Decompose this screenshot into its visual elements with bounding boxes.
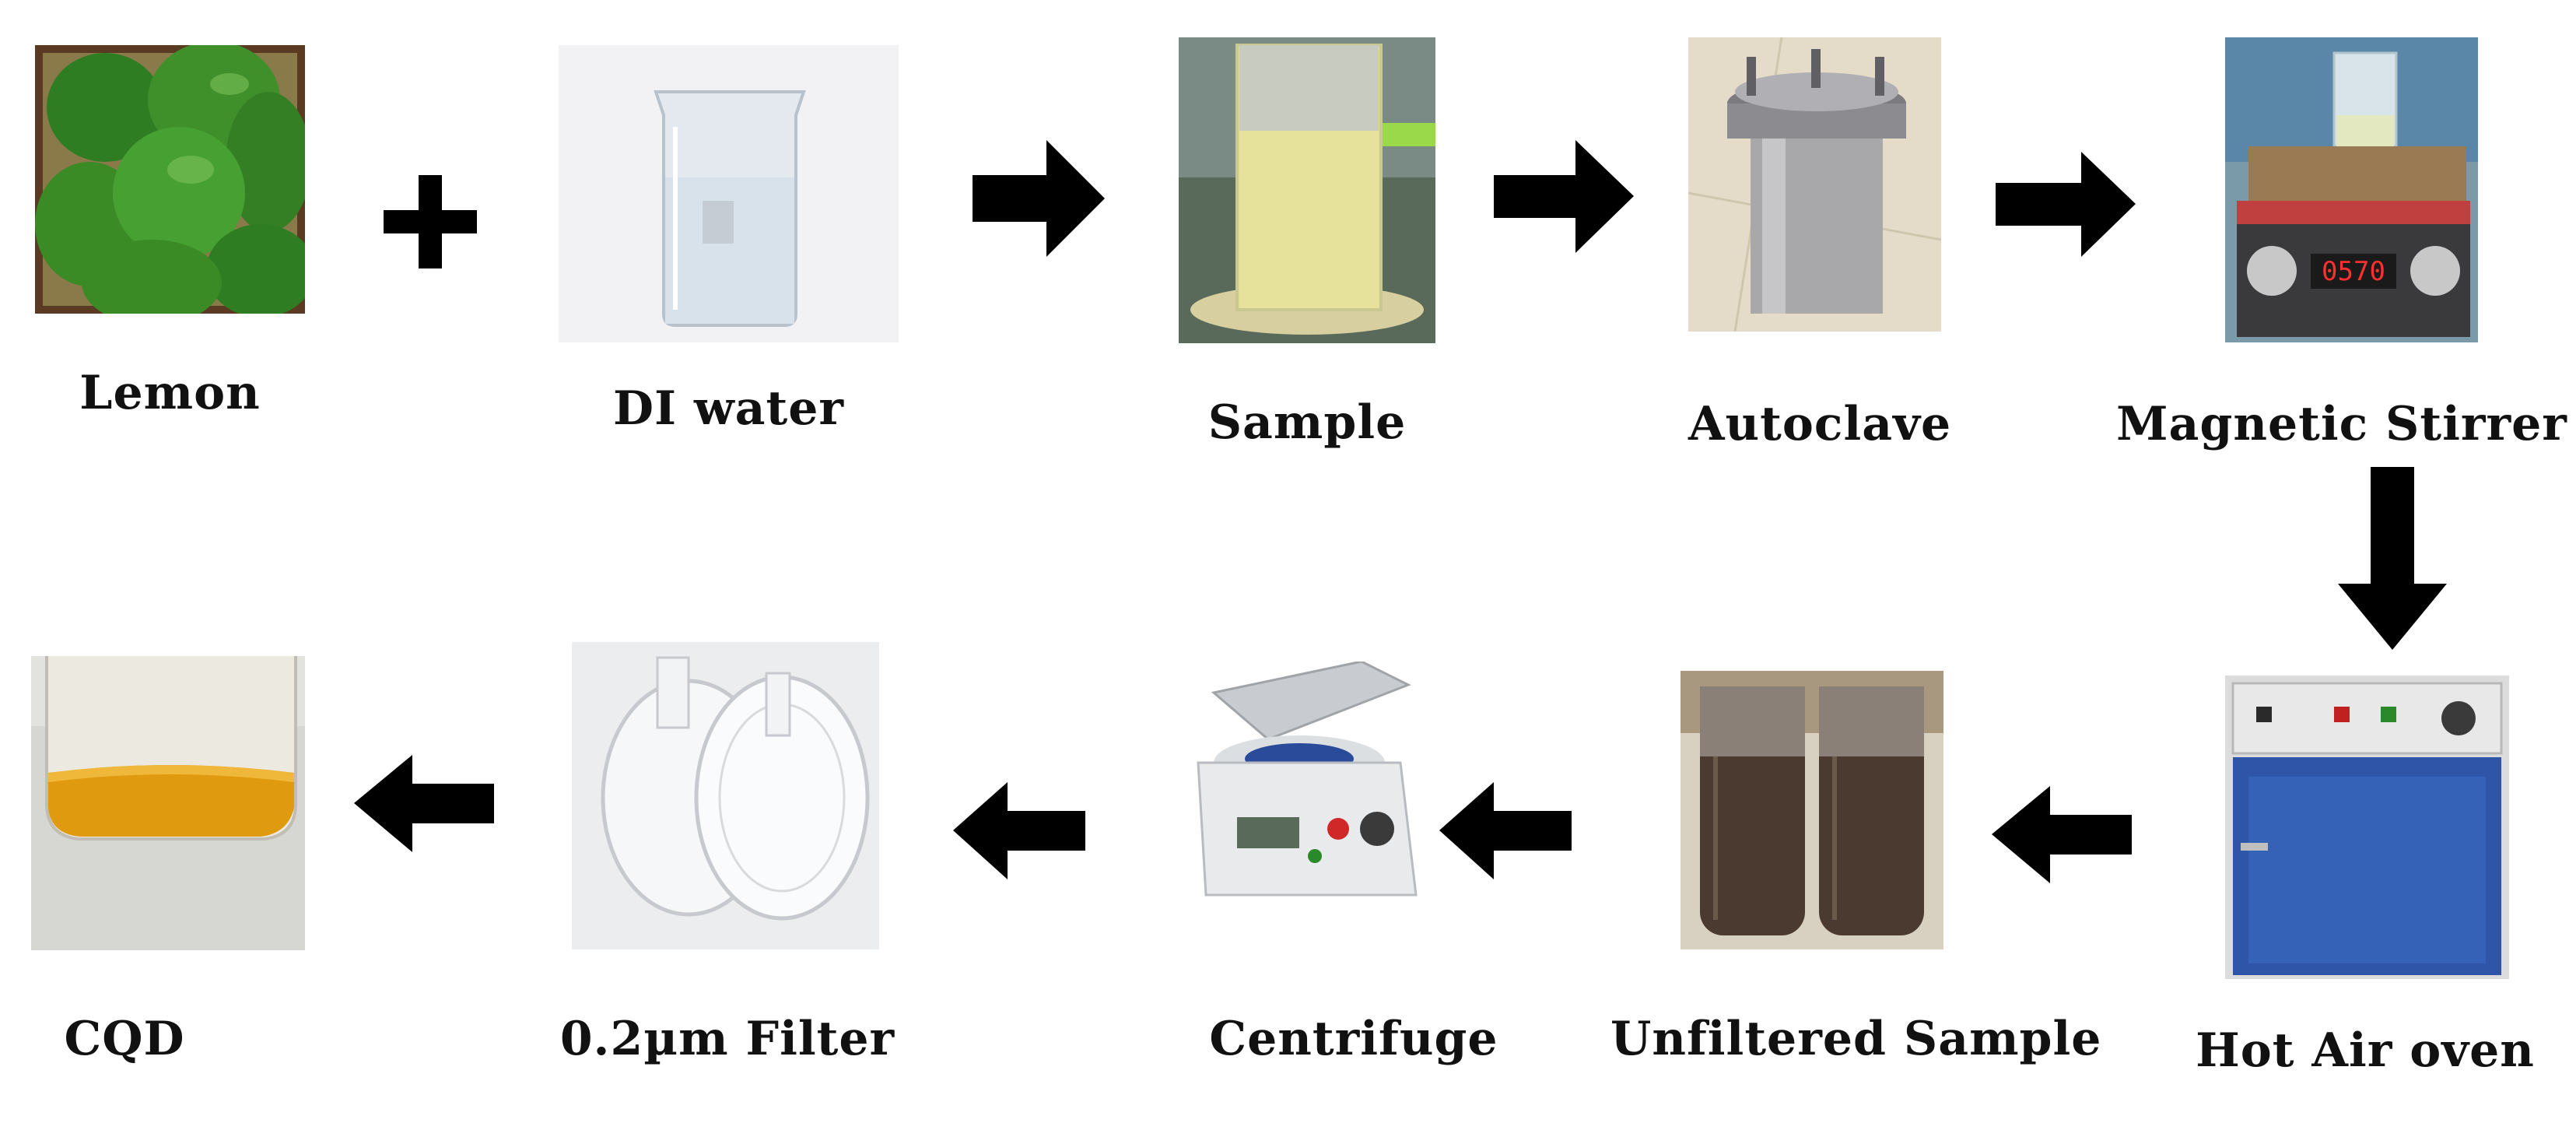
arrow-right-icon — [1494, 140, 1634, 253]
step-label-autoclave: Autoclave — [1688, 397, 1952, 451]
stirrer-display: 0570 — [2322, 256, 2385, 287]
arrow-left-icon — [953, 782, 1085, 879]
step-label-lemon: Lemon — [79, 366, 261, 420]
step-label-sample: Sample — [1207, 395, 1407, 450]
step-label-centrifuge: Centrifuge — [1209, 1012, 1498, 1066]
step-label-hot-air-oven: Hot Air oven — [2196, 1023, 2535, 1078]
filter-photo — [572, 642, 879, 949]
autoclave-photo — [1688, 37, 1941, 332]
step-label-cqd: CQD — [64, 1012, 185, 1066]
centrifuge-photo — [1183, 662, 1432, 911]
arrow-right-icon — [1996, 152, 2136, 257]
arrow-left-icon — [1992, 786, 2132, 883]
di-water-photo — [559, 45, 899, 342]
step-label-magnetic-stirrer: Magnetic Stirrer — [2116, 397, 2567, 451]
step-label-di-water: DI water — [612, 381, 844, 436]
step-label-filter: 0.2µm Filter — [559, 1012, 895, 1066]
arrow-down-icon — [2338, 467, 2447, 650]
cqd-photo — [31, 656, 305, 950]
sample-photo — [1179, 37, 1435, 343]
step-label-unfiltered-sample: Unfiltered Sample — [1610, 1012, 2102, 1066]
hot-air-oven-photo — [2225, 676, 2509, 979]
lemon-photo — [35, 45, 305, 314]
plus-icon — [384, 175, 477, 268]
magnetic-stirrer-photo: 0570 — [2225, 37, 2478, 342]
unfiltered-sample-photo — [1681, 671, 1943, 949]
arrow-right-icon — [973, 140, 1105, 257]
arrow-left-icon — [1439, 782, 1572, 879]
arrow-left-icon — [354, 755, 494, 852]
